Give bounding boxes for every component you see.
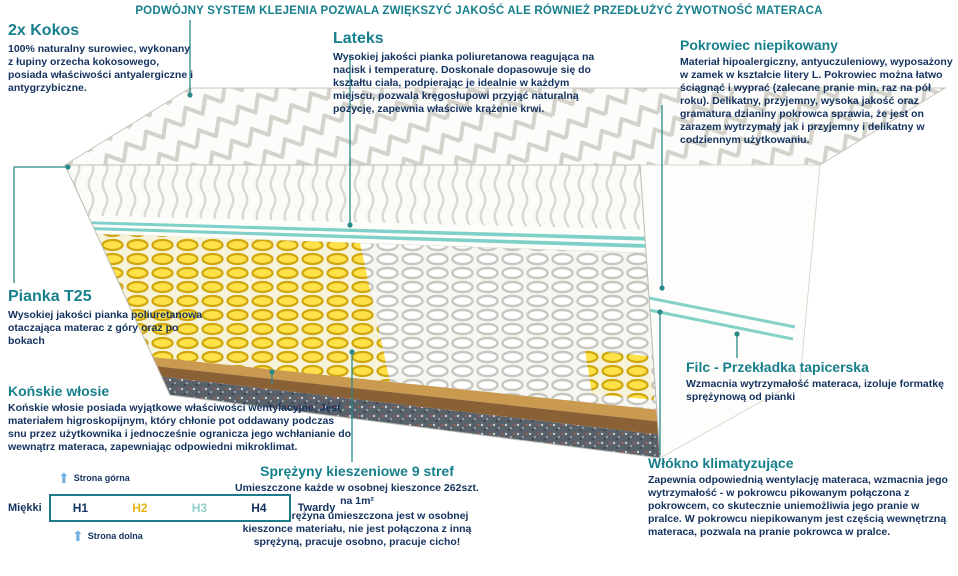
scale-level-h3: H3 [191, 501, 208, 515]
annotation-filc: Filc - Przekładka tapicerska Wzmacnia wy… [686, 359, 956, 406]
annotation-filc-heading: Filc - Przekładka tapicerska [686, 359, 869, 375]
annotation-lateks-heading: Lateks [333, 30, 384, 47]
annotation-pianka-body: Wysokiej jakości pianka poliuretanowa ot… [8, 308, 203, 347]
annotation-konskie: Końskie włosie Końskie włosie posiada wy… [8, 383, 353, 456]
annotation-sprezyny-body-1: Umieszczone każde w osobnej kieszonce 26… [235, 482, 479, 508]
scale-level-h1: H1 [72, 501, 89, 515]
hardness-scale-box: H1 H2 H3 H4 [48, 494, 291, 522]
annotation-pokrowiec: Pokrowiec niepikowany Materiał hipoalerg… [680, 37, 955, 150]
mattress-front-outline [64, 164, 661, 459]
annotation-sprezyny-body-2: Każda sprężyna umieszczona jest w osobne… [242, 510, 472, 549]
annotation-wlokno-body: Zapewnia odpowiednią wentylację materaca… [648, 474, 948, 539]
cover-climate-fiber-line-2 [648, 308, 794, 341]
annotation-pianka: Pianka T25 Wysokiej jakości pianka poliu… [8, 288, 208, 350]
layer-spacer [88, 215, 647, 253]
side-note-bottom: ⬆ Strona dolna [72, 529, 143, 543]
side-note-bottom-label: Strona dolna [87, 531, 143, 541]
connector-dots-group [65, 92, 740, 375]
layer-latex-front [65, 165, 645, 230]
annotation-kokos-heading: 2x Kokos [8, 22, 80, 39]
page-title: PODWÓJNY SYSTEM KLEJENIA POZWALA ZWIĘKSZ… [135, 5, 823, 17]
annotation-kokos-body: 100% naturalny surowiec, wykonany z łupi… [8, 42, 193, 94]
annotation-pianka-heading: Pianka T25 [8, 288, 92, 305]
arrow-up-icon: ⬆ [58, 470, 70, 486]
layer-pocket-springs-yellow-right [585, 350, 654, 400]
scale-left-label: Miękki [8, 502, 42, 514]
annotation-konskie-heading: Końskie włosie [8, 383, 110, 399]
annotation-lateks: Lateks Wysokiej jakości pianka poliureta… [333, 30, 605, 118]
connector-lines-group [13, 20, 738, 462]
annotation-pokrowiec-heading: Pokrowiec niepikowany [680, 37, 838, 53]
annotation-pokrowiec-body: Materiał hipoalergiczny, antyuczuleniowy… [680, 56, 953, 147]
layer-climate-fiber-2 [93, 227, 646, 248]
annotation-konskie-body: Końskie włosie posiada wyjątkowe właściw… [8, 402, 352, 454]
layer-coconut [161, 376, 660, 458]
annotation-wlokno-heading: Włókno klimatyzujące [648, 455, 794, 471]
annotation-filc-body: Wzmacnia wytrzymałość materaca, izoluje … [686, 378, 944, 404]
scale-level-h4: H4 [251, 501, 267, 515]
arrow-up-icon: ⬆ [72, 528, 84, 544]
side-note-top-label: Strona górna [73, 473, 130, 483]
layer-felt [152, 357, 658, 422]
scale-right-label: Twardy [297, 502, 336, 514]
cover-climate-fiber-line-1 [648, 296, 796, 329]
annotation-sprezyny: Sprężyny kieszeniowe 9 stref Umieszczone… [232, 463, 482, 551]
scale-level-h2: H2 [132, 501, 148, 515]
layer-pocket-springs-yellow [96, 234, 390, 382]
layer-horsehair [156, 366, 659, 435]
annotation-sprezyny-heading: Sprężyny kieszeniowe 9 stref [260, 463, 454, 479]
side-note-top: ⬆ Strona górna [58, 471, 130, 485]
annotation-wlokno: Włókno klimatyzujące Zapewnia odpowiedni… [648, 455, 953, 541]
connector-pianka [13, 166, 68, 283]
annotation-lateks-body: Wysokiej jakości pianka poliuretanowa re… [333, 50, 595, 115]
annotation-kokos: 2x Kokos 100% naturalny surowiec, wykona… [8, 22, 196, 97]
layer-climate-fiber-1 [90, 221, 646, 241]
hardness-scale: Miękki H1 H2 H3 H4 Twardy [8, 494, 335, 522]
